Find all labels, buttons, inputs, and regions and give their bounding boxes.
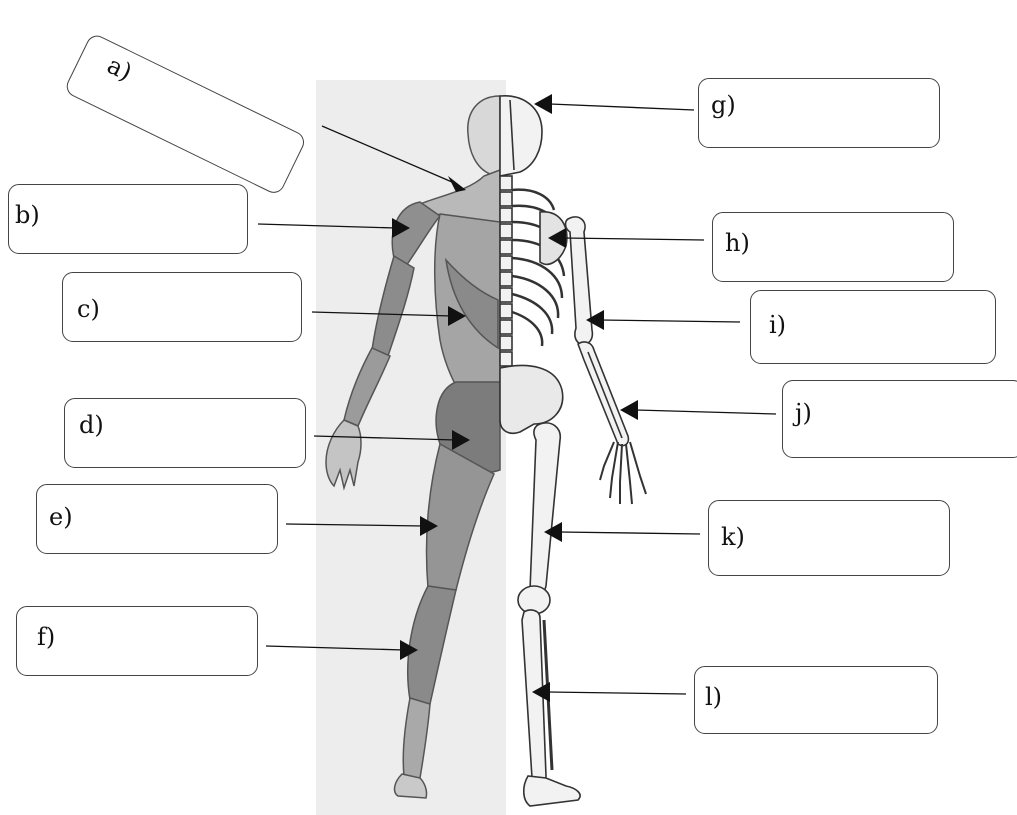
femur — [530, 423, 560, 595]
label-h: h) — [725, 231, 750, 255]
label-box-c[interactable]: c) — [62, 272, 302, 342]
pointer-line-i — [600, 320, 740, 322]
forearm-bone-line — [588, 352, 622, 438]
label-box-l[interactable]: l) — [694, 666, 938, 734]
label-a: a) — [104, 53, 136, 85]
pelvis — [500, 366, 563, 434]
label-box-j[interactable]: j) — [782, 380, 1017, 458]
skeleton-hand — [600, 442, 646, 504]
pointer-line-l — [548, 692, 686, 694]
arrow-head-icon — [620, 400, 638, 420]
label-box-f[interactable]: f) — [16, 606, 258, 676]
pointer-line-g — [550, 104, 694, 110]
skeleton-half — [500, 96, 646, 806]
label-e: e) — [49, 505, 73, 529]
rib-cage — [512, 190, 564, 346]
label-l: l) — [705, 685, 722, 709]
skull — [500, 96, 542, 176]
label-box-g[interactable]: g) — [698, 78, 940, 148]
label-box-b[interactable]: b) — [8, 184, 248, 254]
radius-ulna — [578, 342, 628, 446]
label-k: k) — [721, 525, 745, 549]
label-box-e[interactable]: e) — [36, 484, 278, 554]
label-g: g) — [711, 93, 736, 117]
label-box-i[interactable]: i) — [750, 290, 996, 364]
label-box-h[interactable]: h) — [712, 212, 954, 282]
label-c: c) — [77, 297, 100, 321]
label-d: d) — [79, 413, 104, 437]
label-f: f) — [37, 625, 55, 649]
humerus — [566, 217, 593, 344]
skeleton-foot — [524, 776, 580, 806]
label-i: i) — [769, 313, 786, 337]
label-b: b) — [15, 203, 40, 227]
label-box-d[interactable]: d) — [64, 398, 306, 468]
pointer-line-j — [636, 410, 776, 414]
pointer-line-k — [560, 532, 700, 534]
label-j: j) — [795, 401, 812, 425]
label-box-k[interactable]: k) — [708, 500, 950, 576]
